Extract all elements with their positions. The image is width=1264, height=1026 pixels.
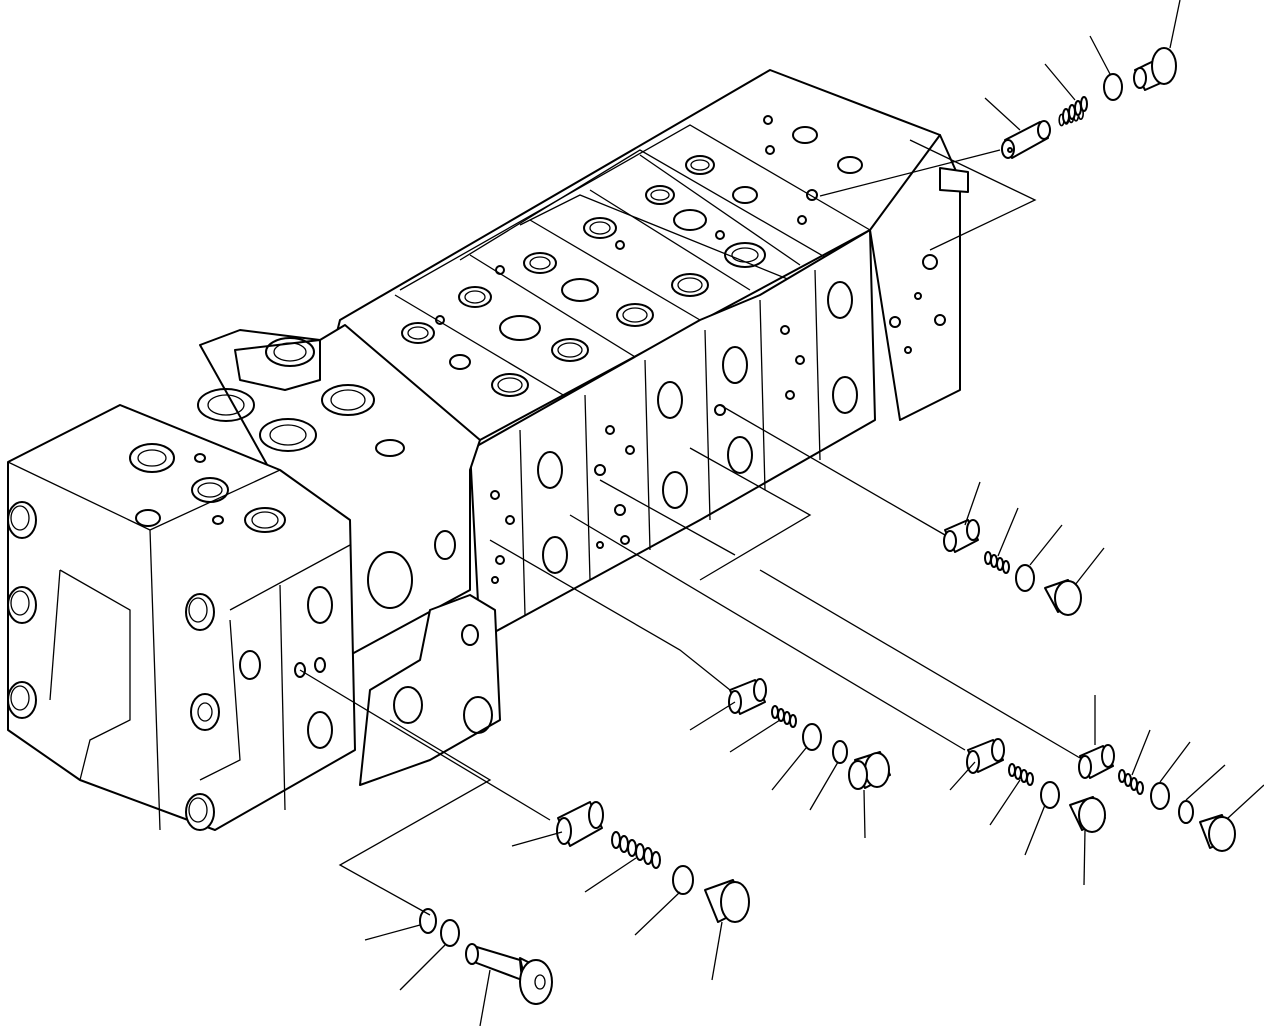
piston — [966, 738, 1005, 774]
front-end-block — [7, 404, 356, 831]
spring — [1118, 769, 1144, 795]
top-ports — [383, 115, 863, 401]
o-ring — [1103, 73, 1123, 101]
relief-valve-bottom — [364, 908, 553, 1026]
backup-ring — [1178, 800, 1194, 824]
backup-ring — [832, 740, 848, 764]
relief-valve-bottom-left — [511, 801, 750, 981]
relief-valve-mid-right — [943, 481, 1105, 616]
o-ring — [802, 723, 822, 751]
plug — [704, 879, 750, 923]
o-ring — [672, 865, 694, 895]
plug — [1133, 47, 1177, 91]
o-ring — [1040, 781, 1060, 809]
piston — [556, 801, 604, 847]
piston — [1001, 120, 1051, 159]
piston — [1078, 744, 1115, 779]
inlet-section — [197, 324, 481, 656]
plug — [1044, 579, 1082, 616]
o-ring — [1150, 782, 1170, 810]
valve-body — [7, 69, 969, 831]
backup-ring — [440, 919, 460, 947]
side-bracket — [359, 594, 501, 786]
spring — [1062, 96, 1088, 124]
piston — [943, 519, 980, 553]
valve-stem — [465, 943, 553, 1005]
center-lines — [299, 139, 1081, 916]
spring — [984, 551, 1010, 574]
plug — [848, 751, 891, 790]
spring — [771, 705, 797, 728]
relief-valve-far-right — [1078, 695, 1264, 852]
o-ring — [1015, 564, 1035, 592]
spring — [1008, 763, 1034, 786]
relief-valve-middle — [689, 678, 891, 839]
valve-sections-side — [469, 229, 876, 641]
piston — [728, 678, 767, 715]
relief-valve-center-right — [949, 738, 1106, 886]
plug — [1069, 796, 1106, 833]
spring — [611, 831, 661, 869]
relief-valve-top-right — [984, 0, 1181, 159]
body-bolts — [7, 501, 215, 831]
o-ring — [419, 908, 437, 934]
plug — [1199, 814, 1236, 852]
